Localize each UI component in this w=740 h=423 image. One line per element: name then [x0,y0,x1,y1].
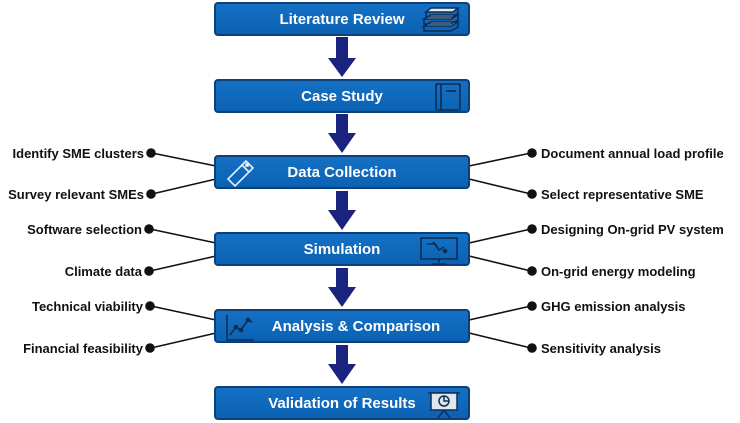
side-label: Technical viability [31,299,143,314]
step-label: Validation of Results [268,394,416,412]
step-validation-results: Validation of Results [214,386,470,420]
connector-line [151,178,217,195]
books-icon [421,6,461,34]
side-label: On-grid energy modeling [541,264,696,279]
connector-line [150,305,217,321]
connector-line [468,228,532,244]
connector-line [468,255,532,272]
bullet-dot [527,266,537,276]
connector-line [468,305,532,321]
bullet-dot [527,343,537,353]
side-label: Identify SME clusters [12,146,144,161]
bullet-dot [145,301,155,311]
step-label: Simulation [303,240,381,258]
connector-line [149,228,217,244]
flow-arrow [328,37,356,77]
step-label: Case Study [301,87,383,105]
connector-line [150,332,217,349]
flow-arrow [328,268,356,307]
bullet-dot [144,224,154,234]
connector-line [151,152,217,167]
notebook-icon [433,83,463,111]
flow-arrow [328,114,356,153]
step-label: Analysis & Comparison [271,317,441,335]
bullet-dot [146,148,156,158]
flow-arrow [328,345,356,384]
line-graph-icon [224,313,256,343]
presentation-board-icon [426,390,462,420]
step-case-study: Case Study [214,79,470,113]
side-label: Document annual load profile [541,146,724,161]
side-label: Survey relevant SMEs [8,187,144,202]
connector-line [468,152,532,167]
bullet-dot [146,189,156,199]
connector-line [468,178,532,195]
bullet-dot [527,189,537,199]
side-label: Select representative SME [541,187,704,202]
side-label: Financial feasibility [23,341,143,356]
connector-line [149,255,217,272]
step-simulation: Simulation [214,232,470,266]
side-label: Software selection [27,222,142,237]
side-label: Sensitivity analysis [541,341,661,356]
step-analysis-comparison: Analysis & Comparison [214,309,470,343]
bullet-dot [145,343,155,353]
step-literature-review: Literature Review [214,2,470,36]
connector-line [468,332,532,349]
bullet-dot [144,266,154,276]
flow-arrow [328,191,356,230]
side-label: GHG emission analysis [541,299,686,314]
step-label: Data Collection [287,163,397,181]
step-data-collection: Data Collection [214,155,470,189]
step-label: Literature Review [279,10,405,28]
side-label: Climate data [64,264,142,279]
bullet-dot [527,148,537,158]
bullet-dot [527,224,537,234]
usb-drive-icon [224,159,256,189]
side-label: Designing On-grid PV system [541,222,724,237]
bullet-dot [527,301,537,311]
monitor-chart-icon [419,236,459,266]
